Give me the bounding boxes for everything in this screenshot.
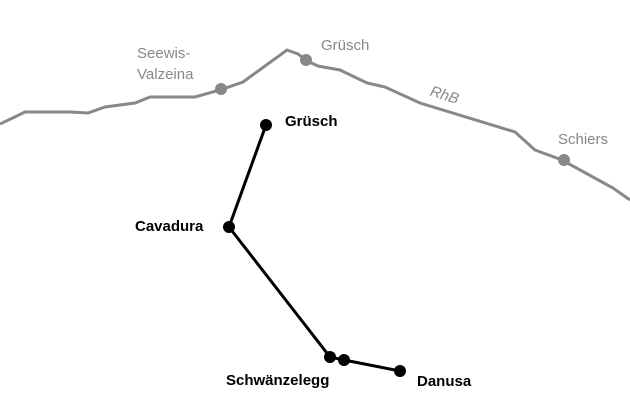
cableway-stop-label-danusa: Danusa — [417, 373, 472, 390]
cableway-line — [227, 124, 401, 373]
cableway-stop-danusa[interactable] — [394, 365, 406, 377]
label-line: Seewis- — [137, 45, 191, 62]
cableway-stop-schwanzelegg-b[interactable] — [338, 354, 350, 366]
cableway-stop-label-grusch: Grüsch — [285, 113, 338, 130]
rail-station-seewis-valzeina[interactable] — [215, 83, 227, 95]
cableway-stop-cavadura[interactable] — [223, 221, 235, 233]
rail-line-rhb — [0, 48, 630, 202]
rail-station-label-grusch: Grüsch — [321, 37, 370, 54]
cableway-stop-label-schwanzelegg: Schwänzelegg — [226, 372, 330, 389]
rail-station-schiers[interactable] — [558, 154, 570, 166]
rail-station-label-seewis-valzeina: Seewis- Valzeina — [137, 43, 193, 85]
rail-station-label-schiers: Schiers — [558, 131, 609, 148]
cableway-stop-label-cavadura: Cavadura — [135, 218, 204, 235]
label-line: Valzeina — [137, 66, 194, 83]
rail-station-grusch[interactable] — [300, 54, 312, 66]
cableway-stop-schwanzelegg-a[interactable] — [324, 351, 336, 363]
cableway-stop-grusch[interactable] — [260, 119, 272, 131]
